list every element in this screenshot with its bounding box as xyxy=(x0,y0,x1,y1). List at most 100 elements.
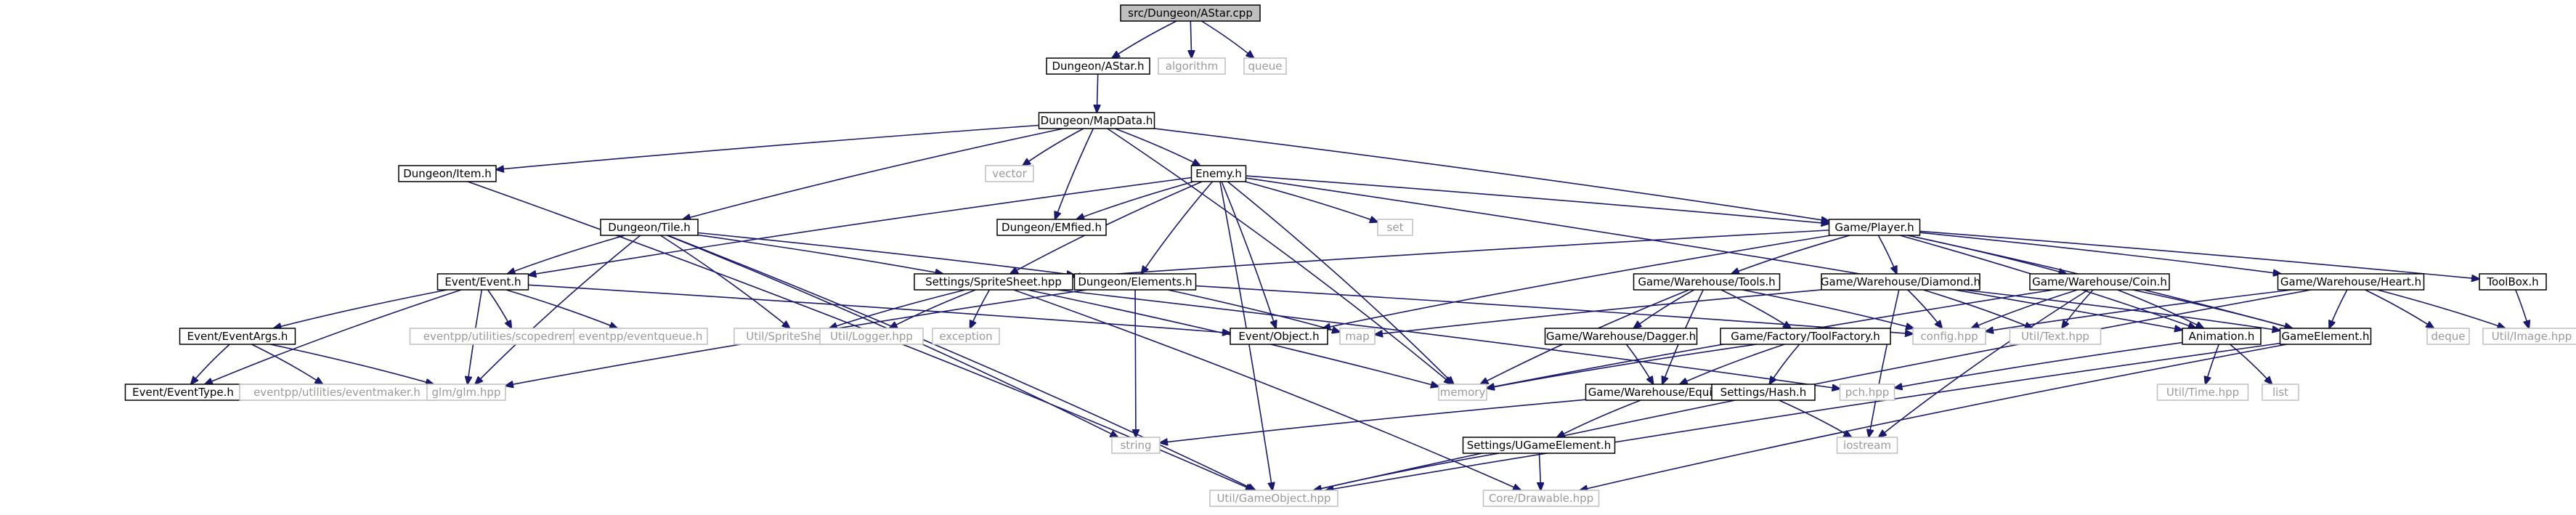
node-box xyxy=(179,328,296,345)
graph-node-astar-h[interactable]: Dungeon/AStar.h xyxy=(1046,57,1150,75)
edge-enemy-h-to-set xyxy=(1244,181,1378,222)
node-label: Dungeon/AStar.h xyxy=(1052,60,1145,73)
graph-node-config-hpp[interactable]: config.hpp xyxy=(1912,328,1986,345)
graph-node-animation-h[interactable]: Animation.h xyxy=(2182,328,2262,345)
graph-node-drawable-hpp[interactable]: Core/Drawable.hpp xyxy=(1482,490,1600,507)
node-label: iostream xyxy=(1843,439,1891,452)
node-label: queue xyxy=(1248,60,1283,73)
node-label: config.hpp xyxy=(1920,330,1978,343)
graph-node-toolbox-h[interactable]: ToolBox.h xyxy=(2479,273,2547,291)
node-box xyxy=(1339,328,1376,345)
graph-node-ugameelement-h[interactable]: Settings/UGameElement.h xyxy=(1462,437,1616,454)
graph-node-player-h[interactable]: Game/Player.h xyxy=(1828,219,1921,236)
node-box xyxy=(932,328,1000,345)
graph-node-tile-h[interactable]: Dungeon/Tile.h xyxy=(600,219,699,236)
edge-player-h-to-spritesheet-hpp xyxy=(1073,230,1829,277)
node-label: Animation.h xyxy=(2189,330,2255,343)
graph-node-util-image-hpp[interactable]: Util/Image.hpp xyxy=(2482,328,2576,345)
node-box xyxy=(1462,437,1616,454)
node-label: eventpp/utilities/eventmaker.h xyxy=(253,386,420,399)
graph-node-util-time-hpp[interactable]: Util/Time.hpp xyxy=(2156,384,2249,401)
graph-node-astar-cpp[interactable]: src/Dungeon/AStar.cpp xyxy=(1120,4,1261,22)
edge-diamond-h-to-map xyxy=(1375,289,1822,335)
edge-equip-h-to-string xyxy=(1160,399,1586,442)
node-label: pch.hpp xyxy=(1845,386,1890,399)
edge-event-h-to-eventtype-h xyxy=(205,289,462,384)
node-box xyxy=(2426,328,2470,345)
edge-enemy-h-to-emfied-h xyxy=(1076,181,1195,219)
graph-node-memory[interactable]: memory xyxy=(1438,384,1487,401)
edge-tile-h-to-gameobject-hpp xyxy=(667,235,1255,490)
graph-node-item-h[interactable]: Dungeon/Item.h xyxy=(398,165,497,182)
graph-node-coin-h[interactable]: Game/Warehouse/Coin.h xyxy=(2029,273,2170,291)
graph-node-mapdata-h[interactable]: Dungeon/MapData.h xyxy=(1038,112,1155,129)
graph-node-eventqueue-h[interactable]: eventpp/eventqueue.h xyxy=(573,328,708,345)
graph-node-eventargs-h[interactable]: Event/EventArgs.h xyxy=(179,328,296,345)
graph-node-util-text-hpp[interactable]: Util/Text.hpp xyxy=(2009,328,2102,345)
node-label: Core/Drawable.hpp xyxy=(1489,492,1593,505)
edge-heart-h-to-util-image-hpp xyxy=(2377,289,2506,328)
graph-node-iostream[interactable]: iostream xyxy=(1836,437,1898,454)
node-label: Util/Text.hpp xyxy=(2021,330,2089,343)
node-label: Event/Object.h xyxy=(1238,330,1319,343)
edge-tile-h-to-glm-hpp xyxy=(475,235,641,384)
node-box xyxy=(1038,112,1155,129)
edge-coin-h-to-config-hpp xyxy=(1971,289,2078,328)
edge-animation-h-to-list xyxy=(2230,344,2272,384)
graph-node-eventobject-h[interactable]: Event/Object.h xyxy=(1230,328,1328,345)
graph-node-eventtype-h[interactable]: Event/EventType.h xyxy=(124,384,242,401)
graph-node-set[interactable]: set xyxy=(1377,219,1413,236)
node-label: string xyxy=(1120,439,1151,452)
graph-node-emfied-h[interactable]: Dungeon/EMfied.h xyxy=(996,219,1107,236)
edge-astar-cpp-to-astar-h xyxy=(1112,20,1177,58)
graph-node-gameobject-hpp[interactable]: Util/GameObject.hpp xyxy=(1209,490,1338,507)
graph-node-event-h[interactable]: Event/Event.h xyxy=(436,273,529,291)
graph-node-diamond-h[interactable]: Game/Warehouse/Diamond.h xyxy=(1821,273,1980,291)
node-box xyxy=(2279,328,2372,345)
edge-mapdata-h-to-enemy-h xyxy=(1115,128,1200,166)
graph-node-algorithm[interactable]: algorithm xyxy=(1158,57,1226,75)
graph-node-map[interactable]: map xyxy=(1339,328,1376,345)
node-label: Util/Image.hpp xyxy=(2492,330,2572,343)
node-label: list xyxy=(2272,386,2288,399)
edge-player-h-to-toolbox-h xyxy=(1919,230,2480,279)
graph-node-vector[interactable]: vector xyxy=(985,165,1034,182)
graph-node-equip-h[interactable]: Game/Warehouse/Equip.h xyxy=(1585,384,1733,401)
graph-node-hash-h[interactable]: Settings/Hash.h xyxy=(1711,384,1816,401)
edge-heart-h-to-gameelement-h xyxy=(2329,289,2348,328)
graph-node-util-logger-hpp[interactable]: Util/Logger.hpp xyxy=(819,328,924,345)
graph-node-deque[interactable]: deque xyxy=(2426,328,2470,345)
graph-node-gameelement-h[interactable]: GameElement.h xyxy=(2279,328,2372,345)
graph-node-pch-hpp[interactable]: pch.hpp xyxy=(1839,384,1896,401)
node-label: algorithm xyxy=(1166,60,1218,73)
node-label: Util/GameObject.hpp xyxy=(1216,492,1330,505)
graph-node-list[interactable]: list xyxy=(2262,384,2299,401)
graph-node-eventmaker-h[interactable]: eventpp/utilities/eventmaker.h xyxy=(239,384,435,401)
graph-node-exception[interactable]: exception xyxy=(932,328,1000,345)
edge-tooltactory-h-to-hash-h xyxy=(1769,344,1800,384)
graph-node-glm-hpp[interactable]: glm/glm.hpp xyxy=(426,384,506,401)
edge-spritesheet-hpp-to-exception xyxy=(970,289,991,328)
edge-elements-h-to-config-hpp xyxy=(1195,285,1914,334)
edge-ugameelement-h-to-gameobject-hpp xyxy=(1314,453,1500,490)
edge-spritesheet-hpp-to-util-logger-hpp xyxy=(890,289,976,328)
edge-mapdata-h-to-emfied-h xyxy=(1055,128,1094,219)
node-label: Dungeon/Elements.h xyxy=(1078,275,1192,288)
node-box xyxy=(1209,490,1338,507)
graph-node-heart-h[interactable]: Game/Warehouse/Heart.h xyxy=(2277,273,2425,291)
graph-node-elements-h[interactable]: Dungeon/Elements.h xyxy=(1073,273,1197,291)
graph-node-tooltactory-h[interactable]: Game/Factory/ToolFactory.h xyxy=(1720,328,1891,345)
graph-node-queue[interactable]: queue xyxy=(1243,57,1287,75)
edge-tile-h-to-elements-h xyxy=(697,232,1075,275)
edge-heart-h-to-config-hpp xyxy=(1986,289,2292,331)
graph-node-tools-h[interactable]: Game/Warehouse/Tools.h xyxy=(1633,273,1781,291)
graph-node-string[interactable]: string xyxy=(1111,437,1161,454)
node-box xyxy=(426,384,506,401)
edge-astar-cpp-to-algorithm xyxy=(1190,20,1191,58)
edge-heart-h-to-deque xyxy=(2365,289,2434,328)
edge-tools-h-to-dagger-h xyxy=(1633,289,1695,328)
graph-node-spritesheet-hpp[interactable]: Settings/SpriteSheet.hpp xyxy=(914,273,1073,291)
graph-node-dagger-h[interactable]: Game/Warehouse/Dagger.h xyxy=(1544,328,1698,345)
graph-node-enemy-h[interactable]: Enemy.h xyxy=(1190,165,1247,182)
node-box xyxy=(2482,328,2576,345)
